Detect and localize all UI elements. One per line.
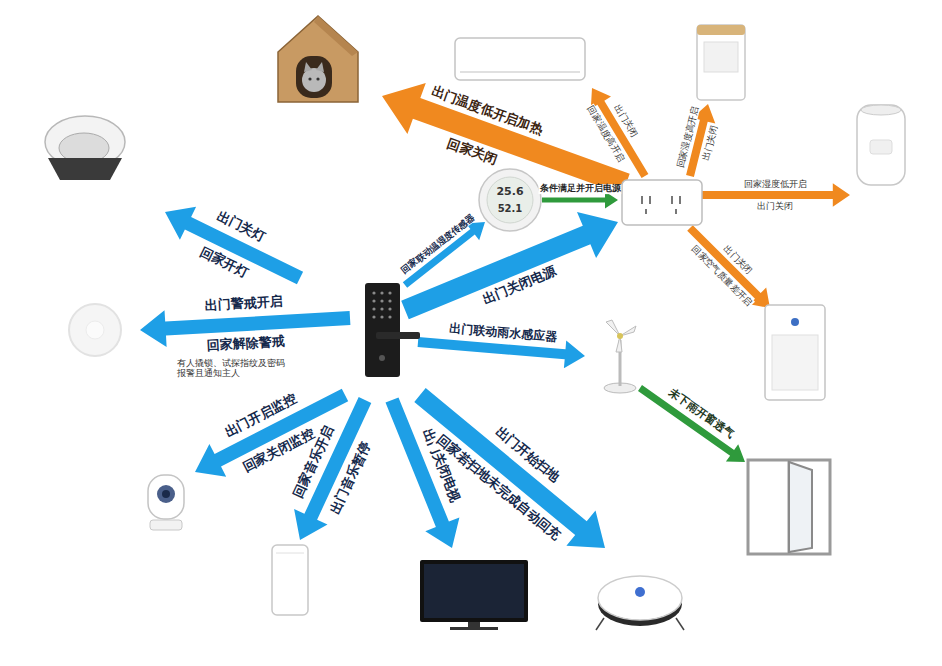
air-purifier	[765, 305, 825, 400]
arrow-label: 未下雨开窗透气	[665, 386, 737, 442]
dehumidifier	[697, 25, 745, 100]
door-lock	[365, 283, 420, 377]
rain-sensor	[604, 320, 636, 393]
arrow-label: 出门音乐暂停	[327, 439, 374, 518]
arrow-label: 出门关闭	[612, 102, 640, 140]
alarm-sensor	[69, 304, 121, 356]
television	[420, 560, 528, 630]
arrow-label: 回家湿度低开启	[743, 179, 808, 189]
arrow-label: 回家关闭	[444, 136, 500, 168]
note-text: 有人撬锁、试探指纹及密码报警且通知主人	[176, 358, 290, 379]
display-reading: 52.1	[497, 203, 524, 215]
air-conditioner	[455, 38, 585, 80]
arrow-label: 出门联动雨水感应器	[447, 322, 558, 345]
arrow-label: 出门关灯	[214, 208, 269, 245]
arrow-label: 出门关闭电源	[480, 264, 560, 308]
cat-house	[278, 16, 358, 102]
arrow-label: 出门开启监控	[222, 391, 300, 441]
arrow-label: 条件满足并开启电源	[539, 184, 622, 194]
robot-vacuum	[596, 576, 684, 630]
camera	[148, 475, 184, 530]
arrow-label: 出门温度低开启加热	[429, 83, 546, 137]
action-arrow	[638, 385, 745, 462]
arrow-label: 回家湿度高开启	[675, 105, 701, 171]
arrow-label: 回家联动温湿度传感器	[398, 212, 477, 277]
display-reading: 25.6	[495, 186, 524, 199]
speaker	[272, 545, 308, 615]
arrow-label: 出门警戒开启	[203, 294, 284, 313]
arrow-label: 回家开灯	[196, 244, 251, 281]
arrow-label: 出门关闭	[700, 123, 719, 162]
window	[748, 460, 830, 554]
action-arrow	[687, 225, 770, 308]
thermo-hygrometer	[479, 169, 541, 231]
smart-socket	[622, 180, 702, 225]
arrow-label: 回家解除警戒	[206, 334, 287, 353]
action-arrow	[165, 207, 303, 285]
humidifier	[857, 105, 905, 185]
arrow-label: 回家空气质量差开启	[689, 243, 755, 309]
arrow-label: 出门关闭	[756, 201, 794, 211]
action-arrow	[418, 337, 585, 368]
downlight	[45, 116, 125, 180]
action-arrow	[414, 388, 605, 548]
action-arrow	[542, 192, 618, 209]
arrow-label: 出门开始扫地	[491, 423, 562, 485]
